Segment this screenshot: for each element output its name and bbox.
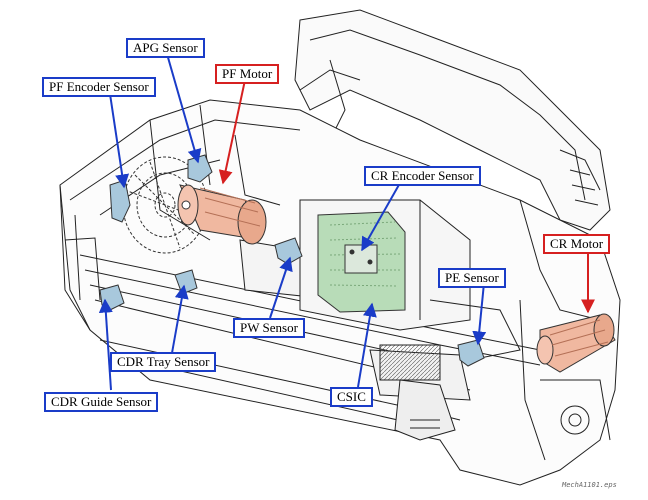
pf-motor-label: PF Motor [215, 64, 280, 84]
cdr-tray-sensor-label: CDR Tray Sensor [110, 352, 217, 372]
cdr-guide-pointer [98, 298, 113, 391]
csic-board [317, 211, 406, 313]
csic-label: CSIC [330, 387, 373, 407]
cr-motor [536, 313, 616, 373]
csic-pointer [357, 302, 377, 388]
figure-caption: MechA1101.eps [562, 481, 617, 489]
apg-sensor-label: APG Sensor [126, 38, 205, 58]
cdr-guide-sensor-label: CDR Guide Sensor [44, 392, 159, 412]
pf-encoder-pointer [109, 93, 130, 189]
pf-motor [177, 184, 267, 245]
apg-pointer [166, 53, 202, 164]
pointer-lines [98, 53, 595, 391]
cr-motor-label: CR Motor [543, 234, 611, 254]
cr-encoder-pointer [361, 182, 401, 252]
pe-sensor-label: PE Sensor [438, 268, 506, 288]
pw-sensor-label: PW Sensor [233, 318, 305, 338]
cdr-tray-pointer [171, 284, 189, 354]
pe-pointer [472, 282, 487, 346]
pw-pointer [269, 256, 293, 319]
pf-encoder-sensor-label: PF Encoder Sensor [42, 77, 156, 97]
cr-encoder-sensor-label: CR Encoder Sensor [364, 166, 481, 186]
pf-motor-pointer [218, 79, 246, 185]
